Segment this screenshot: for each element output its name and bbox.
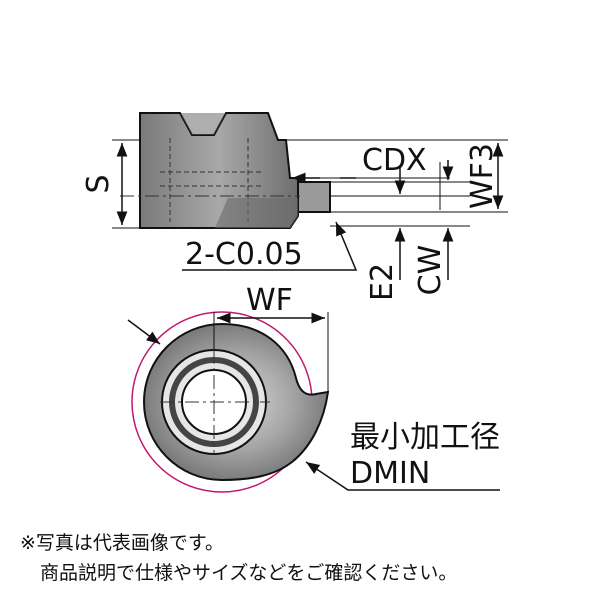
insert-top-notch: [180, 113, 226, 135]
disclaimer-line-1: ※写真は代表画像です。: [20, 532, 225, 554]
s-label: S: [81, 174, 116, 193]
e2-label: E2: [365, 263, 400, 301]
dmin-leader: [305, 461, 500, 491]
hidden-bore-lines: [160, 138, 262, 222]
wf3-label: WF3: [465, 143, 500, 209]
dia-leader-tl: [127, 319, 161, 345]
chamfer-leader: [182, 221, 358, 271]
cutting-edge-tip: [297, 181, 331, 213]
cdx-label: CDX: [362, 143, 427, 178]
front-view: WF 最小加工径 DMIN: [127, 283, 500, 493]
image-disclaimer: ※写真は代表画像です。 商品説明で仕様やサイズなどをご確認ください。: [20, 528, 590, 588]
chamfer-label: 2-C0.05: [185, 237, 303, 272]
edge-chamfer-shade: [215, 198, 298, 228]
wf-label: WF: [246, 283, 293, 318]
cw-label: CW: [413, 245, 448, 296]
dmin-label: DMIN: [350, 456, 430, 491]
side-view: S CDX WF3 E2 CW 2-C0.05: [81, 112, 508, 301]
disclaimer-line-2: 商品説明で仕様やサイズなどをご確認ください。: [40, 562, 458, 584]
min-dia-label-jp: 最小加工径: [350, 420, 500, 455]
